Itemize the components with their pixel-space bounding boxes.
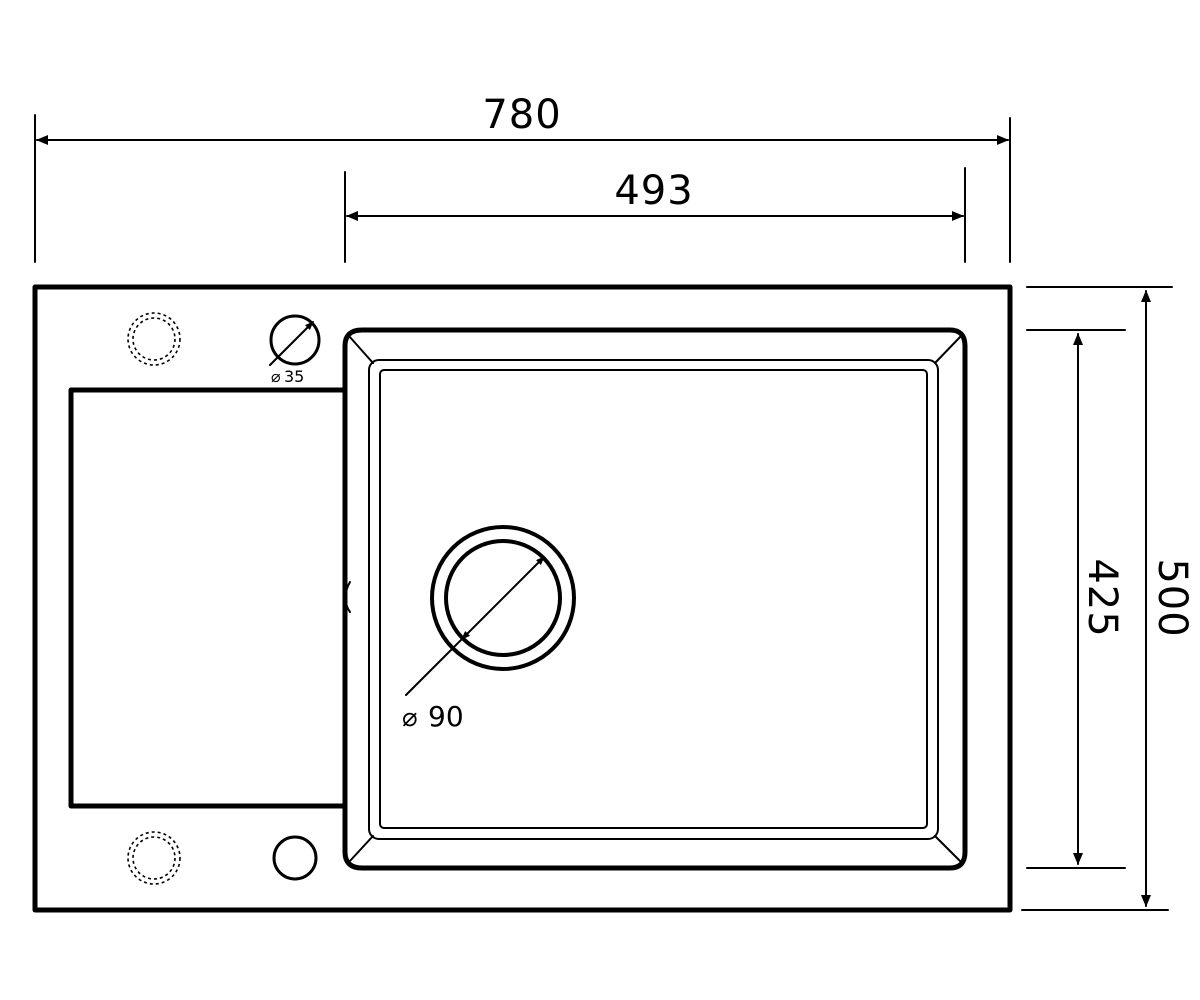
dimension-bowl-depth: 425	[1026, 329, 1126, 869]
dimension-bowl-width: 493	[344, 167, 966, 263]
dimension-overall-depth: 500	[1021, 286, 1195, 911]
drain-outer-ring	[430, 525, 576, 671]
drainboard	[68, 387, 348, 809]
bowl	[342, 327, 968, 871]
bowl-floor	[379, 369, 928, 829]
dimension-overall-width: 780	[34, 92, 1011, 263]
dimension-label-500: 500	[1149, 558, 1195, 637]
tap-hole-diameter-label: 35	[284, 367, 304, 386]
drain-leader-inner-arrow	[461, 630, 471, 640]
drain-leader	[405, 556, 545, 696]
drain-diameter-label: 90	[428, 700, 464, 733]
optional-tap-hole-top	[127, 312, 181, 366]
diameter-symbol-icon: ⌀	[402, 703, 418, 733]
bowl-corner-bl	[348, 835, 374, 863]
drain: ⌀ 90	[402, 525, 576, 733]
drain-inner-ring	[444, 539, 562, 657]
diameter-symbol-icon: ⌀	[271, 367, 281, 386]
bowl-corner-br	[934, 835, 962, 863]
dimension-label-780: 780	[482, 92, 561, 138]
dimension-label-493: 493	[614, 168, 693, 214]
overflow-hole	[272, 835, 318, 881]
bowl-outer-rim	[342, 327, 968, 871]
bowl-corner-tl	[348, 335, 374, 364]
tap-hole-leader	[269, 321, 314, 366]
dimension-label-425: 425	[1079, 558, 1125, 637]
tap-hole-circle	[269, 314, 321, 366]
bowl-inner-wall	[368, 359, 939, 840]
tap-hole: ⌀ 35	[269, 314, 321, 386]
sink-outline	[32, 284, 1013, 913]
bowl-corner-tr	[934, 335, 962, 364]
optional-tap-hole-bottom	[127, 831, 181, 885]
